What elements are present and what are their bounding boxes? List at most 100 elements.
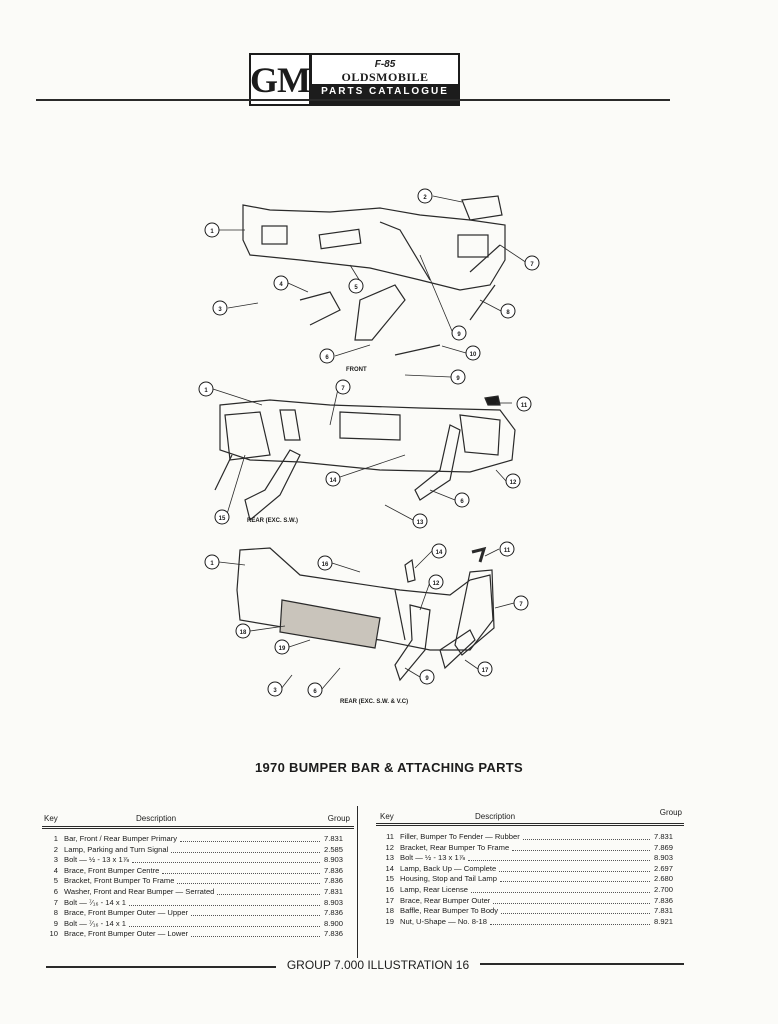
callout-6: 6 [325, 355, 329, 361]
part-description: Washer, Front and Rear Bumper — Serrated [64, 887, 215, 896]
part-description: Bracket, Rear Bumper To Frame [400, 842, 510, 852]
part-group: 2.697 [654, 863, 674, 873]
part-description: Lamp, Rear License [400, 885, 468, 894]
callout-r2-18: 18 [240, 630, 247, 636]
part-key: 10 [49, 929, 58, 939]
part-group: 8.921 [654, 916, 674, 926]
part-key: 15 [385, 874, 394, 884]
part-key: 6 [53, 887, 58, 896]
part-group: 7.836 [324, 865, 344, 875]
part-group: 8.903 [324, 897, 344, 907]
part-key: 11 [386, 832, 394, 841]
leader-dots [500, 881, 650, 883]
part-group: 7.831 [654, 906, 674, 916]
part-key: 3 [53, 855, 58, 865]
label-rear-exc-sw: REAR (EXC. S.W.) [247, 518, 298, 524]
leader-dots [191, 936, 320, 938]
callout-r1-1: 1 [204, 388, 208, 394]
footer-group-illustration: GROUP 7.000 ILLUSTRATION 16 [286, 958, 470, 972]
header-description: Description [475, 812, 516, 821]
table-row: 7 Bolt — ⁷⁄₁₆ - 14 x 1 8.903 [44, 898, 354, 909]
header-group: Group [327, 814, 350, 823]
leader-dots [499, 870, 650, 872]
part-group: 7.836 [654, 895, 674, 905]
part-group: 8.900 [324, 918, 344, 928]
part-key: 7 [53, 897, 58, 907]
part-description: Brace, Front Bumper Centre [64, 865, 160, 875]
gm-logo-text: GM [250, 55, 312, 104]
part-key: 19 [385, 916, 394, 926]
header-rule-right [376, 823, 684, 826]
part-group: 7.836 [324, 876, 344, 886]
bumper-exploded-diagram: 1 2 3 4 5 6 7 8 9 10 9 1 7 11 14 12 6 15… [198, 188, 540, 705]
part-group: 7.831 [654, 832, 674, 841]
part-group: 2.700 [654, 885, 674, 894]
table-row: 17 Brace, Rear Bumper Outer 7.836 [380, 896, 684, 907]
part-description: Bar, Front / Rear Bumper Primary [64, 834, 178, 843]
part-description: Brace, Rear Bumper Outer [400, 895, 491, 905]
part-key: 14 [385, 863, 394, 873]
callout-9: 9 [457, 332, 461, 338]
logo-subtitle: PARTS CATALOGUE [312, 84, 458, 104]
logo-brand: OLDSMOBILE [341, 70, 429, 84]
part-description: Bolt — ½ - 13 x 1⅞ [64, 855, 129, 865]
leader-dots [471, 892, 650, 893]
leader-dots [217, 894, 320, 895]
part-key: 2 [53, 844, 58, 854]
leader-dots [512, 849, 650, 851]
part-group: 7.836 [324, 908, 344, 918]
table-row: 16 Lamp, Rear License 2.700 [380, 885, 684, 896]
callout-r1-7: 7 [341, 386, 345, 392]
table-row: 9 Bolt — ⁷⁄₁₆ - 14 x 1 8.900 [44, 919, 354, 930]
header-description: Description [136, 814, 177, 823]
part-description: Baffle, Rear Bumper To Body [400, 906, 499, 916]
part-description: Brace, Front Bumper Outer — Upper [64, 908, 189, 918]
callout-r2-12: 12 [433, 581, 440, 587]
part-description: Bolt — ⁷⁄₁₆ - 14 x 1 [64, 897, 126, 907]
callout-r2-3: 3 [273, 688, 277, 694]
header-rule-left [42, 826, 354, 829]
leader-dots [129, 925, 320, 927]
footer-rule-left [46, 966, 276, 968]
column-separator [357, 806, 358, 958]
callout-r2-11: 11 [504, 548, 511, 554]
callout-1: 1 [210, 229, 214, 235]
part-key: 16 [385, 885, 394, 894]
callout-r2-6: 6 [313, 689, 317, 695]
callout-2: 2 [423, 195, 427, 201]
callout-r1-13: 13 [417, 520, 424, 526]
leader-dots [162, 872, 320, 874]
leader-dots [523, 839, 650, 840]
part-key: 9 [53, 918, 58, 928]
table-row: 19 Nut, U-Shape — No. 8-18 8.921 [380, 917, 684, 928]
part-description: Brace, Front Bumper Outer — Lower [64, 929, 189, 939]
callout-9b: 9 [456, 376, 460, 382]
leader-dots [490, 923, 650, 925]
part-description: Nut, U-Shape — No. 8-18 [400, 916, 487, 926]
logo-right-block: F-85 OLDSMOBILE PARTS CATALOGUE [312, 55, 458, 104]
leader-dots [501, 913, 650, 915]
callout-r2-7: 7 [519, 602, 523, 608]
part-description: Bolt — ⁷⁄₁₆ - 14 x 1 [64, 918, 126, 928]
header-rule [36, 99, 670, 101]
callout-r1-14: 14 [330, 478, 337, 484]
part-group: 2.680 [654, 874, 674, 884]
footer-rule-right [480, 963, 684, 965]
callout-7: 7 [530, 262, 534, 268]
leader-dots [180, 841, 320, 842]
callout-r1-15: 15 [219, 516, 226, 522]
callout-r1-6: 6 [460, 499, 464, 505]
part-key: 17 [385, 895, 394, 905]
label-rear-exc-sw-vc: REAR (EXC. S.W. & V.C) [340, 699, 408, 705]
part-group: 2.585 [324, 844, 344, 854]
